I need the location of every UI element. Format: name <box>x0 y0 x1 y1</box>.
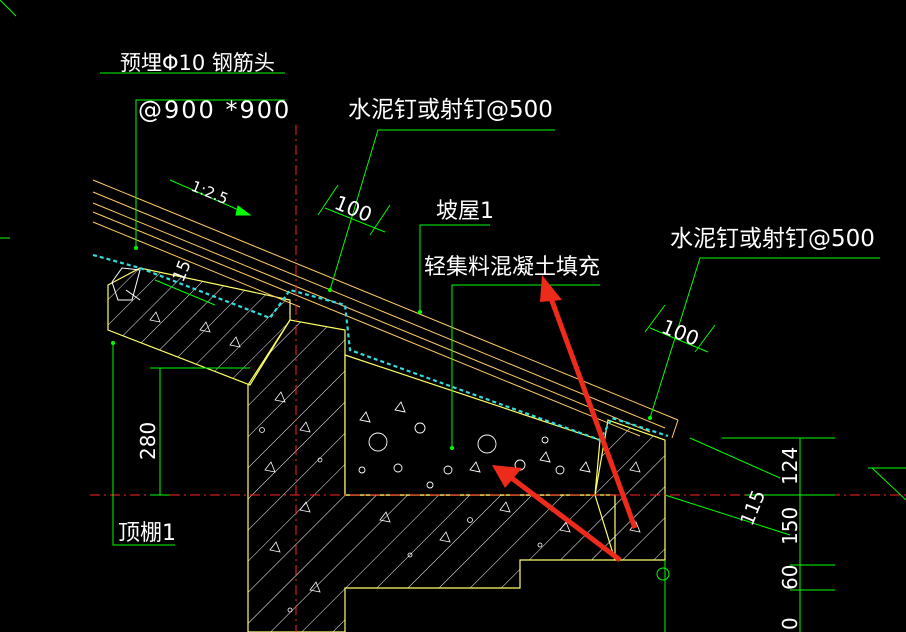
dim-0: 0 <box>778 617 802 630</box>
fill-label: 轻集料混凝土填充 <box>424 255 600 280</box>
rebar-note-line2: @900 *900 <box>138 96 291 124</box>
dim-124: 124 <box>778 447 802 485</box>
rebar-note-line1: 预埋Φ10 钢筋头 <box>120 51 275 75</box>
arrow-to-fill-label <box>545 289 638 529</box>
annotation-arrows <box>492 275 638 562</box>
nail-note-right: 水泥钉或射钉@500 <box>670 226 875 252</box>
dim-280: 280 <box>136 422 160 460</box>
roof-label: 坡屋1 <box>436 199 494 224</box>
steel-detail-left <box>111 267 141 301</box>
right-slab-section <box>594 419 666 561</box>
main-wall-section <box>247 319 616 632</box>
arrow-to-fill-region <box>503 471 622 562</box>
aggregate-marks <box>149 311 641 613</box>
concrete-structure <box>107 267 666 632</box>
leader-dots <box>111 246 652 450</box>
dim-60: 60 <box>778 565 802 590</box>
dim-150: 150 <box>778 507 802 545</box>
nail-note-top: 水泥钉或射钉@500 <box>348 97 553 123</box>
ceiling-label: 顶棚1 <box>118 521 176 546</box>
